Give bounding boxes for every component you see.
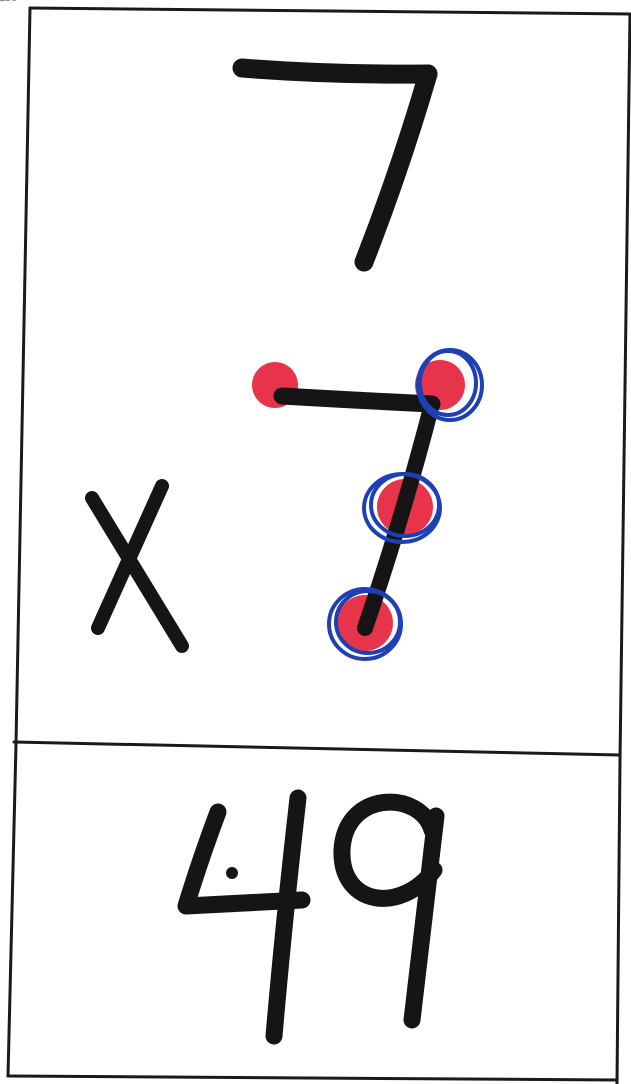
digit-nine-stem (412, 816, 436, 1020)
answer-divider-line (14, 742, 620, 755)
frame-right-edge (617, 14, 630, 1084)
ink-dot (226, 867, 238, 879)
bottom-factor-seven: 7 (0, 0, 482, 659)
digit-four-stem (274, 798, 298, 1036)
frame-top-edge (30, 8, 631, 14)
seven-stroke (282, 396, 432, 404)
answer-forty-nine: 49 (0, 0, 436, 1036)
card-frame (8, 8, 631, 1084)
top-factor-seven: 7 (0, 0, 428, 262)
frame-bottom-edge (8, 1076, 617, 1080)
frame-left-edge (8, 8, 30, 1076)
answer-text: 49 (0, 0, 20, 4)
